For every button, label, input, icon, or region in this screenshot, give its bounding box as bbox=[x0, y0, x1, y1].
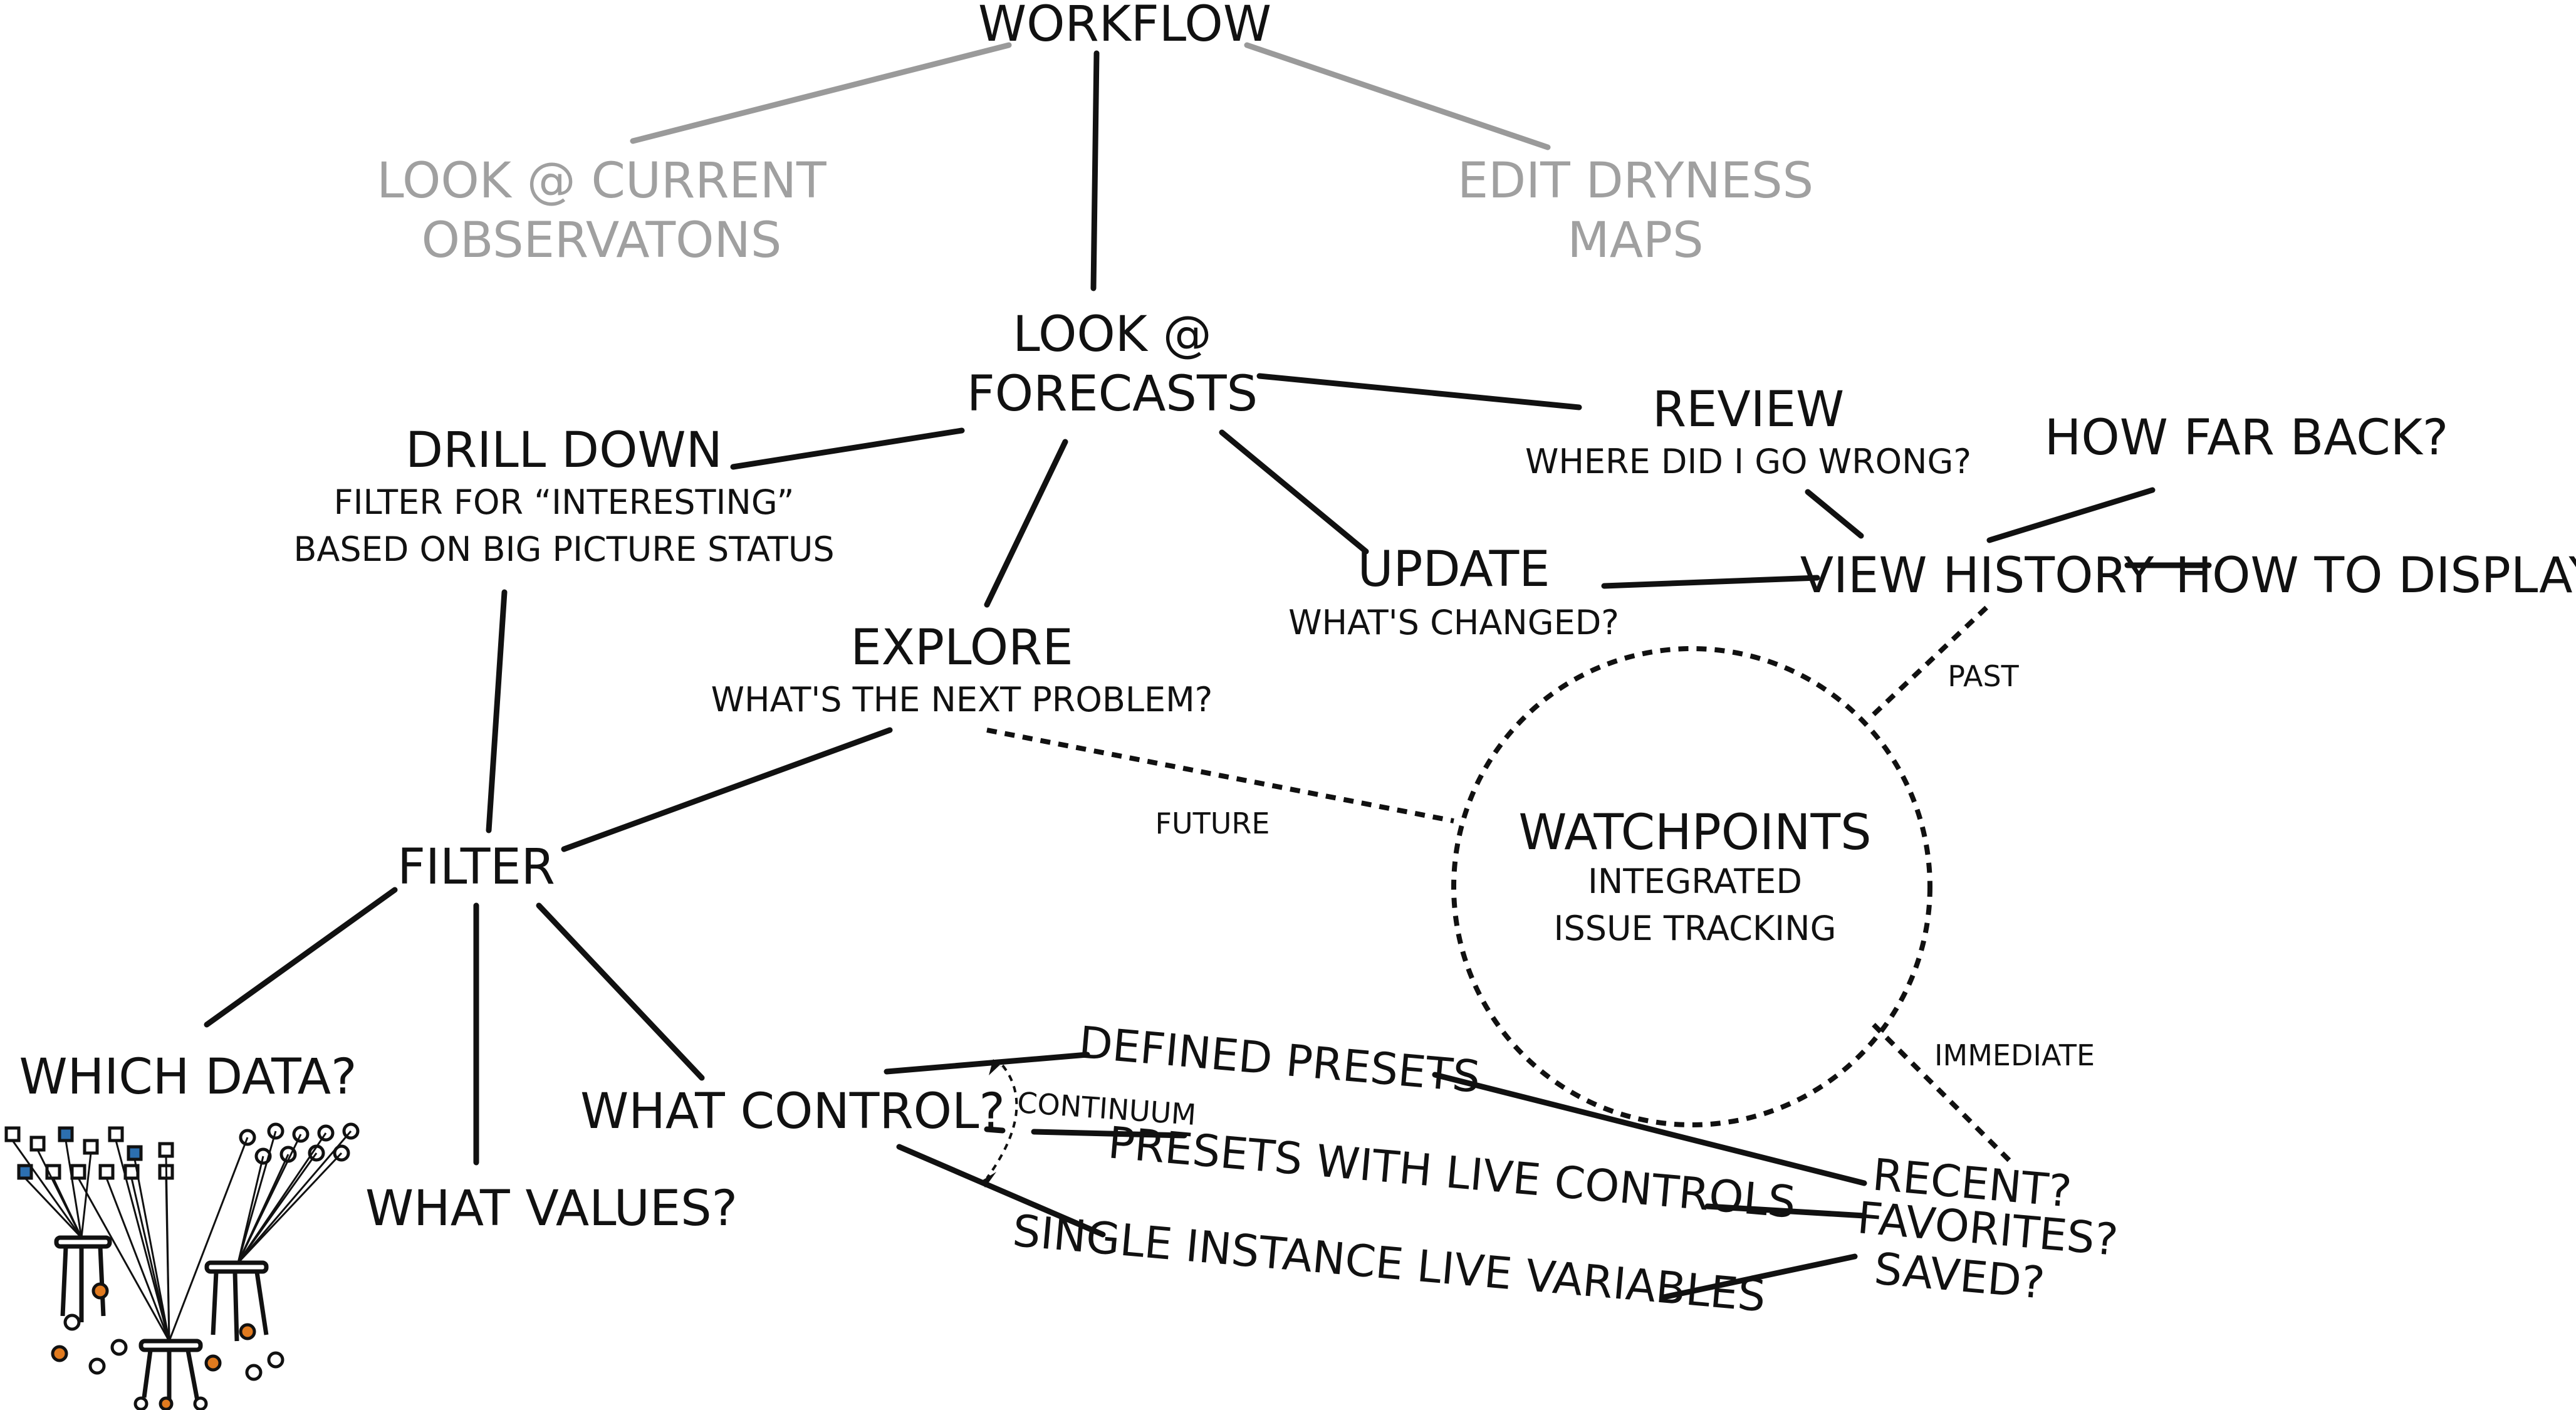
view-history: VIEW HISTORY bbox=[1800, 548, 2154, 604]
immediate-label: IMMEDIATE bbox=[1934, 1038, 2095, 1072]
continuum-arrow-top bbox=[989, 1059, 1008, 1075]
what-control: WHAT CONTROL? bbox=[580, 1084, 1005, 1140]
labels: WORKFLOW LOOK @ CURRENT OBSERVATONS EDIT… bbox=[19, 0, 2576, 1322]
line-forecasts-drilldown bbox=[730, 427, 965, 470]
review-title: REVIEW bbox=[1652, 382, 1844, 438]
dashed-links bbox=[981, 603, 2016, 1188]
line-defined-saved bbox=[1432, 1072, 1867, 1186]
line-drilldown-filter bbox=[486, 589, 508, 833]
line-filter-whatcontrol bbox=[536, 902, 705, 1081]
fan-lines bbox=[11, 1131, 352, 1342]
filter-title: FILTER bbox=[397, 839, 555, 896]
presets-live-controls: PRESETS WITH LIVE CONTROLS bbox=[1106, 1117, 1798, 1228]
how-to-display: HOW TO DISPLAY? bbox=[2175, 548, 2576, 604]
line-history-howfarback bbox=[1986, 487, 2156, 543]
watchpoints-sub2: ISSUE TRACKING bbox=[1554, 909, 1837, 948]
line-control-defined bbox=[884, 1052, 1090, 1075]
watchpoints-circle bbox=[1451, 646, 1932, 1127]
line-forecasts-review bbox=[1256, 373, 1582, 410]
future-label: FUTURE bbox=[1155, 807, 1270, 840]
line-forecasts-update bbox=[1219, 429, 1369, 555]
square-nodes bbox=[4, 1126, 174, 1180]
single-instance-live: SINGLE INSTANCE LIVE VARIABLES bbox=[1011, 1205, 1768, 1322]
line-control-single bbox=[896, 1144, 1106, 1238]
which-data: WHICH DATA? bbox=[19, 1049, 357, 1105]
dash-saved-watchpoints bbox=[1872, 1023, 2016, 1167]
dash-explore-watchpoints bbox=[986, 728, 1454, 823]
look-current-line2: OBSERVATONS bbox=[422, 212, 782, 269]
look-forecasts-line1: LOOK @ bbox=[1013, 306, 1211, 363]
explore-title: EXPLORE bbox=[850, 620, 1073, 676]
drill-down-title: DRILL DOWN bbox=[405, 422, 722, 479]
edit-dryness-line1: EDIT DRYNESS bbox=[1457, 153, 1813, 209]
line-forecasts-explore bbox=[984, 439, 1068, 608]
dash-history-watchpoints bbox=[1872, 603, 1991, 716]
line-control-live-b bbox=[1031, 1129, 1187, 1139]
leaf-nodes bbox=[51, 1282, 284, 1410]
line-workflow-forecasts bbox=[1090, 50, 1100, 291]
look-forecasts-line2: FORECASTS bbox=[967, 366, 1258, 422]
hub-stools bbox=[54, 1235, 269, 1404]
line-update-history bbox=[1601, 575, 1820, 589]
line-live-saved bbox=[1704, 1203, 1867, 1219]
connectors bbox=[204, 42, 2212, 1300]
watchpoints-sub1: INTEGRATED bbox=[1588, 862, 1802, 901]
defined-presets: DEFINED PRESETS bbox=[1077, 1016, 1482, 1103]
how-far-back: HOW FAR BACK? bbox=[2045, 410, 2449, 466]
line-workflow-current bbox=[630, 42, 1012, 144]
watchpoints-title: WATCHPOINTS bbox=[1518, 805, 1871, 861]
update-title: UPDATE bbox=[1357, 541, 1550, 598]
line-explore-filter bbox=[561, 727, 893, 852]
line-single-saved bbox=[1661, 1253, 1858, 1300]
line-control-live bbox=[984, 1126, 1006, 1134]
workflow-title: WORKFLOW bbox=[978, 0, 1271, 53]
continuum-arc bbox=[986, 1064, 1018, 1179]
review-sub: WHERE DID I GO WRONG? bbox=[1525, 442, 1971, 481]
explore-sub: WHAT'S THE NEXT PROBLEM? bbox=[711, 680, 1213, 719]
look-current-line1: LOOK @ CURRENT bbox=[377, 153, 827, 209]
edit-dryness-line2: MAPS bbox=[1567, 212, 1703, 269]
drill-down-sub2: BASED ON BIG PICTURE STATUS bbox=[293, 530, 834, 569]
update-sub: WHAT'S CHANGED? bbox=[1288, 603, 1619, 642]
line-filter-whichdata bbox=[204, 887, 398, 1028]
what-values: WHAT VALUES? bbox=[365, 1181, 738, 1237]
past-label: PAST bbox=[1948, 659, 2019, 693]
line-review-history bbox=[1805, 489, 1864, 539]
line-workflow-dryness bbox=[1244, 42, 1551, 150]
continuum-arrow-bottom bbox=[981, 1172, 996, 1188]
drill-down-sub1: FILTER FOR “INTERESTING” bbox=[334, 483, 795, 522]
data-tree-illustration bbox=[4, 1122, 360, 1410]
